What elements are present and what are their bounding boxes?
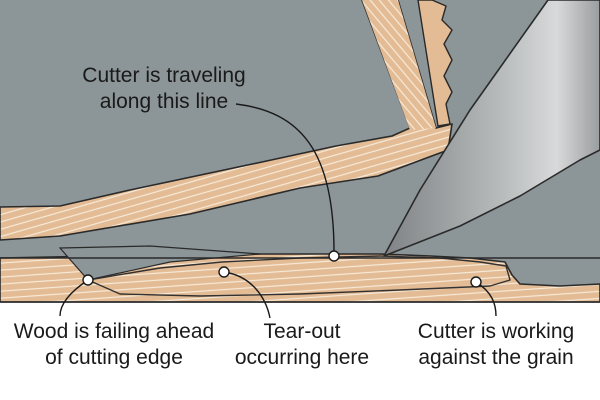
splinter-top [417,0,453,127]
annotation-cutter-line-1: Cutter is traveling [82,64,245,87]
tearout-region [87,255,511,297]
annotation-cutter-line-2: along this line [100,90,228,113]
caption-area [0,302,600,400]
cutter-blade [383,0,600,257]
annotation-tearout-1: Tear-out [263,320,340,343]
annotation-failing-2: of cutting edge [45,346,183,369]
annotation-against-grain-1: Cutter is working [418,320,574,343]
leader-tearout [223,271,271,319]
marker-tearout [218,266,230,278]
annotation-against-grain-2: against the grain [418,346,573,369]
annotation-tearout-2: occurring here [235,346,369,369]
marker-cutter-line [328,250,340,262]
leader-cutter-line [235,103,335,253]
marker-against-grain [470,276,482,288]
marker-failing [82,274,94,286]
rising-wood-limb [362,0,436,130]
annotation-failing-1: Wood is failing ahead [14,320,214,343]
